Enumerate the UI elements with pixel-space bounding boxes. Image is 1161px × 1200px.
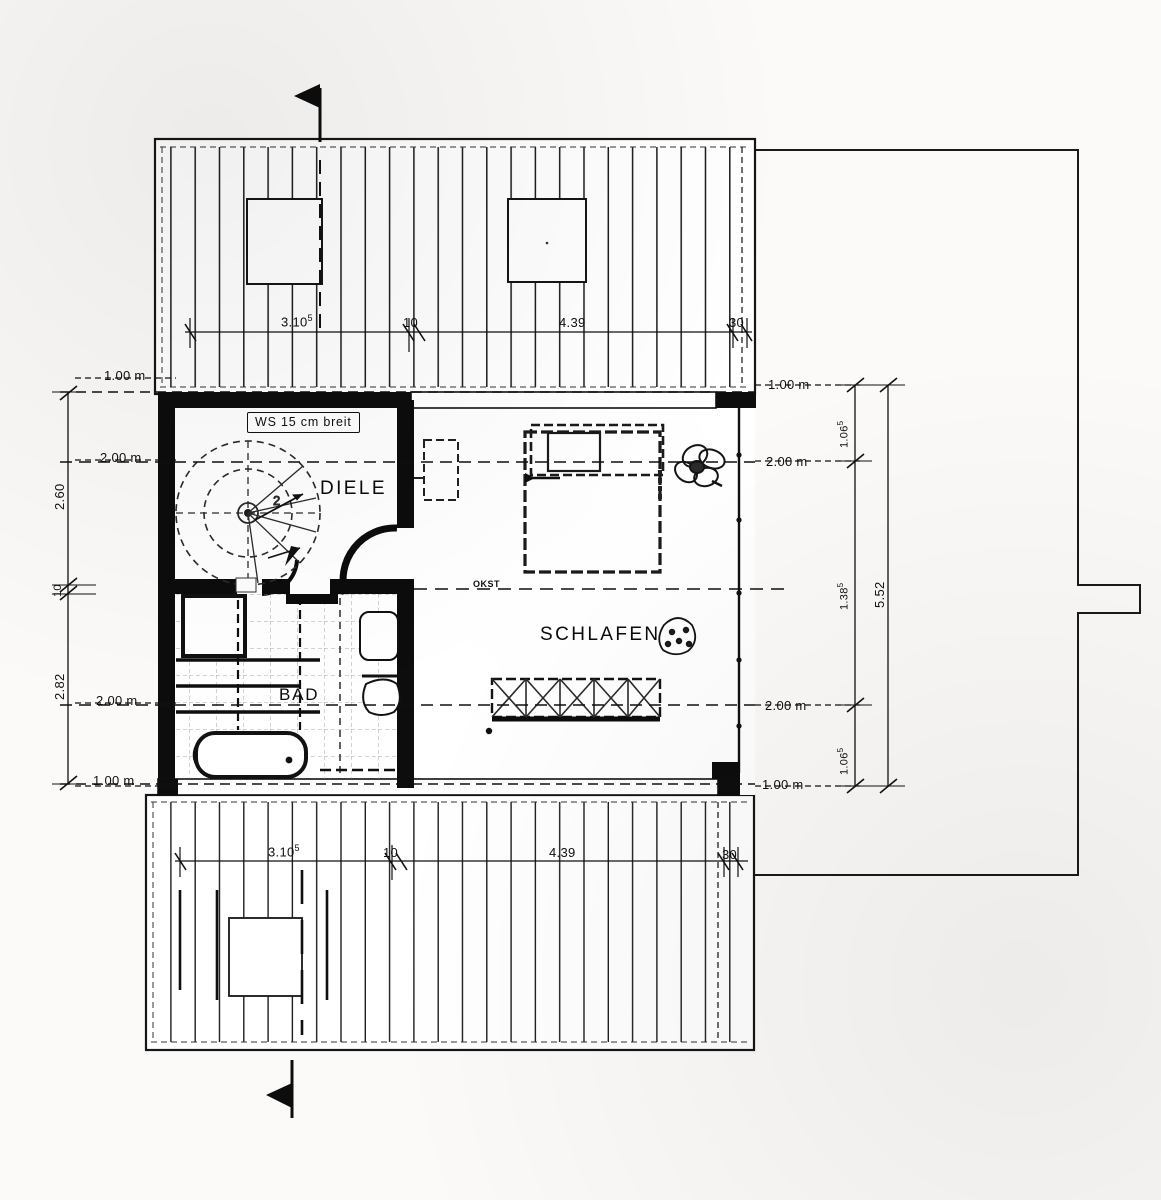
- dim-right-chain-2-sup: 5: [836, 582, 845, 588]
- dim-top-1-sup: 5: [307, 313, 313, 323]
- dim-top-2: 10: [403, 315, 419, 330]
- dim-bottom-1-sup: 5: [294, 843, 300, 853]
- dim-right-total: 5.52: [872, 581, 887, 608]
- wall-top-left: [158, 392, 411, 408]
- room-label-bad: BAD: [279, 685, 320, 704]
- dim-top-1-value: 3.10: [281, 314, 308, 330]
- svg-text:2: 2: [273, 493, 280, 508]
- lower-roof-zone: [144, 793, 756, 1052]
- dim-left-height-4: 1.00 m: [93, 773, 135, 788]
- dim-left-height-3: 2.00 m: [96, 693, 138, 708]
- dim-bottom-1-value: 3.10: [268, 844, 295, 860]
- bathtub: [194, 731, 308, 779]
- dim-left-chain-1: 2.60: [52, 483, 67, 510]
- wall-interior-horizontal-c: [330, 579, 414, 594]
- dim-top-1: 3.105: [281, 313, 313, 329]
- upper-roof-zone: [153, 137, 757, 396]
- room-label-schlafen: SCHLAFEN: [540, 624, 661, 645]
- dim-right-height-2: 2.00 m: [766, 454, 808, 469]
- wall-interior-vertical-lower: [397, 588, 414, 788]
- wall-interior-horizontal-a: [175, 579, 237, 594]
- dim-top-3: 4.39: [559, 315, 586, 330]
- wall-interior-vertical-upper: [397, 400, 414, 528]
- plant-symbol-2: [658, 617, 697, 656]
- wall-left-lower: [158, 588, 175, 796]
- okst-reference-mark: OKST: [473, 579, 501, 589]
- dim-right-chain-3-value: 1.06: [838, 752, 851, 775]
- bathroom-fixtures: [176, 594, 401, 779]
- toilet: [362, 678, 401, 716]
- dim-right-height-4: 1.00 m: [762, 777, 804, 792]
- dimension-chain-right: [755, 377, 905, 794]
- bed: [523, 430, 662, 574]
- dim-right-chain-3-sup: 5: [836, 747, 845, 753]
- wall-top-right: [716, 392, 756, 408]
- dim-bottom-3: 4.39: [549, 845, 576, 860]
- wall-interior-horizontal-b: [262, 579, 290, 594]
- room-label-diele: DIELE: [320, 478, 387, 499]
- section-marker-bottom: [266, 1060, 294, 1118]
- knee-wall-guide-lines: [60, 391, 790, 785]
- wash-basin: [359, 611, 399, 661]
- wall-thickness-note: WS 15 cm breit: [247, 412, 360, 433]
- plant-symbol: [674, 444, 726, 488]
- dim-left-height-1: 1.00 m: [104, 368, 146, 383]
- dim-right-chain-1-sup: 5: [836, 420, 845, 426]
- dim-right-chain-1-value: 1.06: [838, 425, 851, 448]
- adjacent-building-outline: [752, 149, 1141, 876]
- dim-left-chain-2: 10: [52, 584, 64, 597]
- dim-left-height-2: 2.00 m: [100, 450, 142, 465]
- shower-tray: [181, 594, 247, 658]
- dimension-chain-left: [52, 377, 176, 791]
- bedroom-furniture: [414, 423, 726, 735]
- dim-right-chain-1: 1.065: [836, 421, 851, 448]
- dim-top-4: 30: [729, 315, 745, 330]
- dim-right-height-3: 2.00 m: [765, 698, 807, 713]
- section-marker-top: [294, 84, 322, 142]
- dim-bottom-4: 30: [722, 847, 738, 862]
- dim-right-chain-2: 1.385: [836, 583, 851, 610]
- dim-bottom-1: 3.105: [268, 843, 300, 859]
- dim-right-chain-3: 1.065: [836, 748, 851, 775]
- dim-right-chain-2-value: 1.38: [838, 587, 851, 610]
- dim-bottom-2: 10: [383, 845, 399, 860]
- door-swing-diele: [339, 524, 398, 595]
- dimension-chain-top: [184, 318, 753, 352]
- dim-right-height-1: 1.00 m: [768, 377, 810, 392]
- dim-left-chain-3: 2.82: [52, 673, 67, 700]
- wardrobe: [485, 677, 662, 735]
- dimension-chain-bottom: [174, 845, 748, 880]
- spiral-staircase: 2: [175, 440, 321, 593]
- wall-left-upper: [158, 392, 175, 588]
